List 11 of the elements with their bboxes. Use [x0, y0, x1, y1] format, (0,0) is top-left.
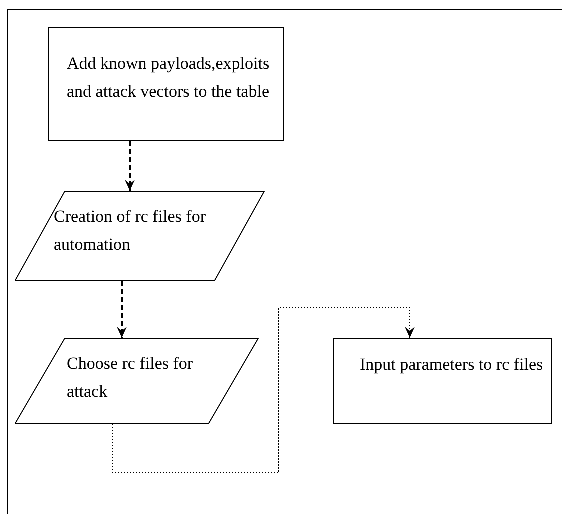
data-parallelogram: [15, 338, 259, 424]
arrow: [117, 281, 127, 338]
node-text: Choose rc files for attack: [67, 353, 194, 403]
arrow: [112, 308, 415, 474]
process-box: [48, 27, 284, 141]
data-parallelogram: [15, 191, 265, 281]
node-text: Input parameters to rc files: [360, 354, 544, 376]
node-text: Creation of rc files for automation: [54, 206, 207, 256]
arrow: [125, 141, 135, 191]
process-box: [333, 338, 552, 424]
node-text: Add known payloads,exploits and attack vectors to the table: [67, 53, 271, 103]
